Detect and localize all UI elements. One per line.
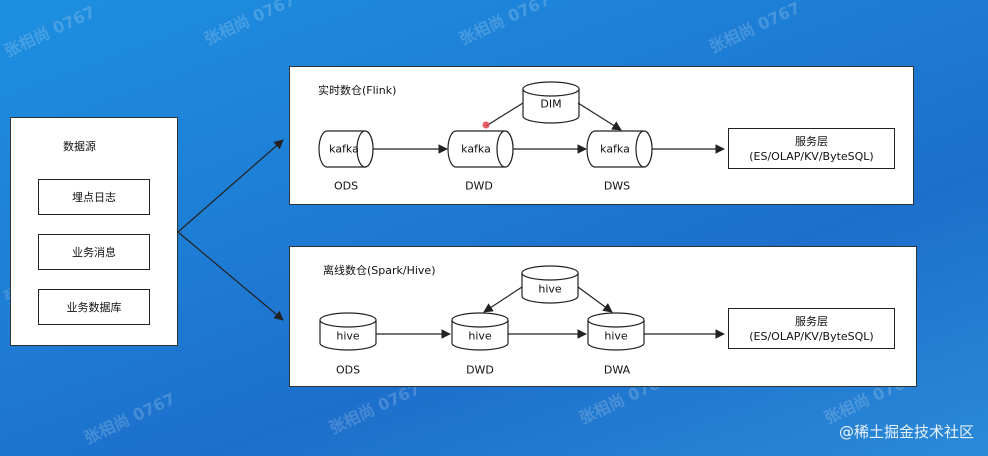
offline-dwd-hive-cylinder xyxy=(451,312,509,351)
offline-ods-hive-cylinder xyxy=(319,312,377,351)
cursor-dot xyxy=(482,121,490,129)
offline-dwd-node-text: hive xyxy=(468,329,492,343)
service-layer-title: 服务层 xyxy=(795,134,828,148)
source-item-business-messages: 业务消息 xyxy=(38,234,150,270)
offline-dim-to-dwd-arrow xyxy=(483,286,523,313)
realtime-dim-label: DIM xyxy=(540,97,562,111)
service-layer-systems: (ES/OLAP/KV/ByteSQL) xyxy=(749,329,874,343)
offline-dim-label: hive xyxy=(538,282,562,296)
source-to-realtime-arrow xyxy=(177,139,284,233)
realtime-dwd-kafka-cylinder xyxy=(447,130,514,168)
offline-title: 离线数仓(Spark/Hive) xyxy=(323,264,436,277)
realtime-ods-kafka-cylinder xyxy=(318,130,374,168)
service-layer-title: 服务层 xyxy=(795,314,828,328)
offline-dwa-layer-label: DWA xyxy=(603,363,631,377)
realtime-dws-layer-label: DWS xyxy=(603,179,631,193)
realtime-ods-layer-label: ODS xyxy=(333,179,359,193)
realtime-dws-node-text: kafka xyxy=(600,142,630,156)
offline-dim-hive-cylinder xyxy=(521,265,579,304)
offline-ods-node-text: hive xyxy=(336,329,360,343)
realtime-service-layer: 服务层 (ES/OLAP/KV/ByteSQL) xyxy=(728,128,895,169)
footer-source-credit: @稀土掘金技术社区 xyxy=(838,423,974,441)
data-source-panel: 数据源 埋点日志 业务消息 业务数据库 xyxy=(10,117,178,346)
offline-dim-to-dwa-arrow xyxy=(577,286,613,313)
service-layer-systems: (ES/OLAP/KV/ByteSQL) xyxy=(749,149,874,163)
realtime-dwd-layer-label: DWD xyxy=(465,179,493,193)
realtime-ods-node-text: kafka xyxy=(329,142,359,156)
offline-dwd-layer-label: DWD xyxy=(466,363,494,377)
realtime-title: 实时数仓(Flink) xyxy=(318,84,397,97)
offline-dwa-node-text: hive xyxy=(604,329,628,343)
source-item-tracking-logs: 埋点日志 xyxy=(38,179,150,215)
realtime-dim-cylinder xyxy=(522,81,580,124)
source-to-offline-arrow xyxy=(177,231,284,321)
source-item-business-database: 业务数据库 xyxy=(38,289,150,325)
offline-ods-layer-label: ODS xyxy=(335,363,361,377)
data-source-title: 数据源 xyxy=(63,140,96,153)
realtime-dws-kafka-cylinder xyxy=(586,130,653,168)
realtime-dwd-to-dim-line xyxy=(485,102,524,127)
realtime-dim-to-dws-arrow xyxy=(577,102,622,131)
realtime-dwd-node-text: kafka xyxy=(461,142,491,156)
offline-dwa-hive-cylinder xyxy=(587,312,645,351)
offline-service-layer: 服务层 (ES/OLAP/KV/ByteSQL) xyxy=(728,308,895,349)
